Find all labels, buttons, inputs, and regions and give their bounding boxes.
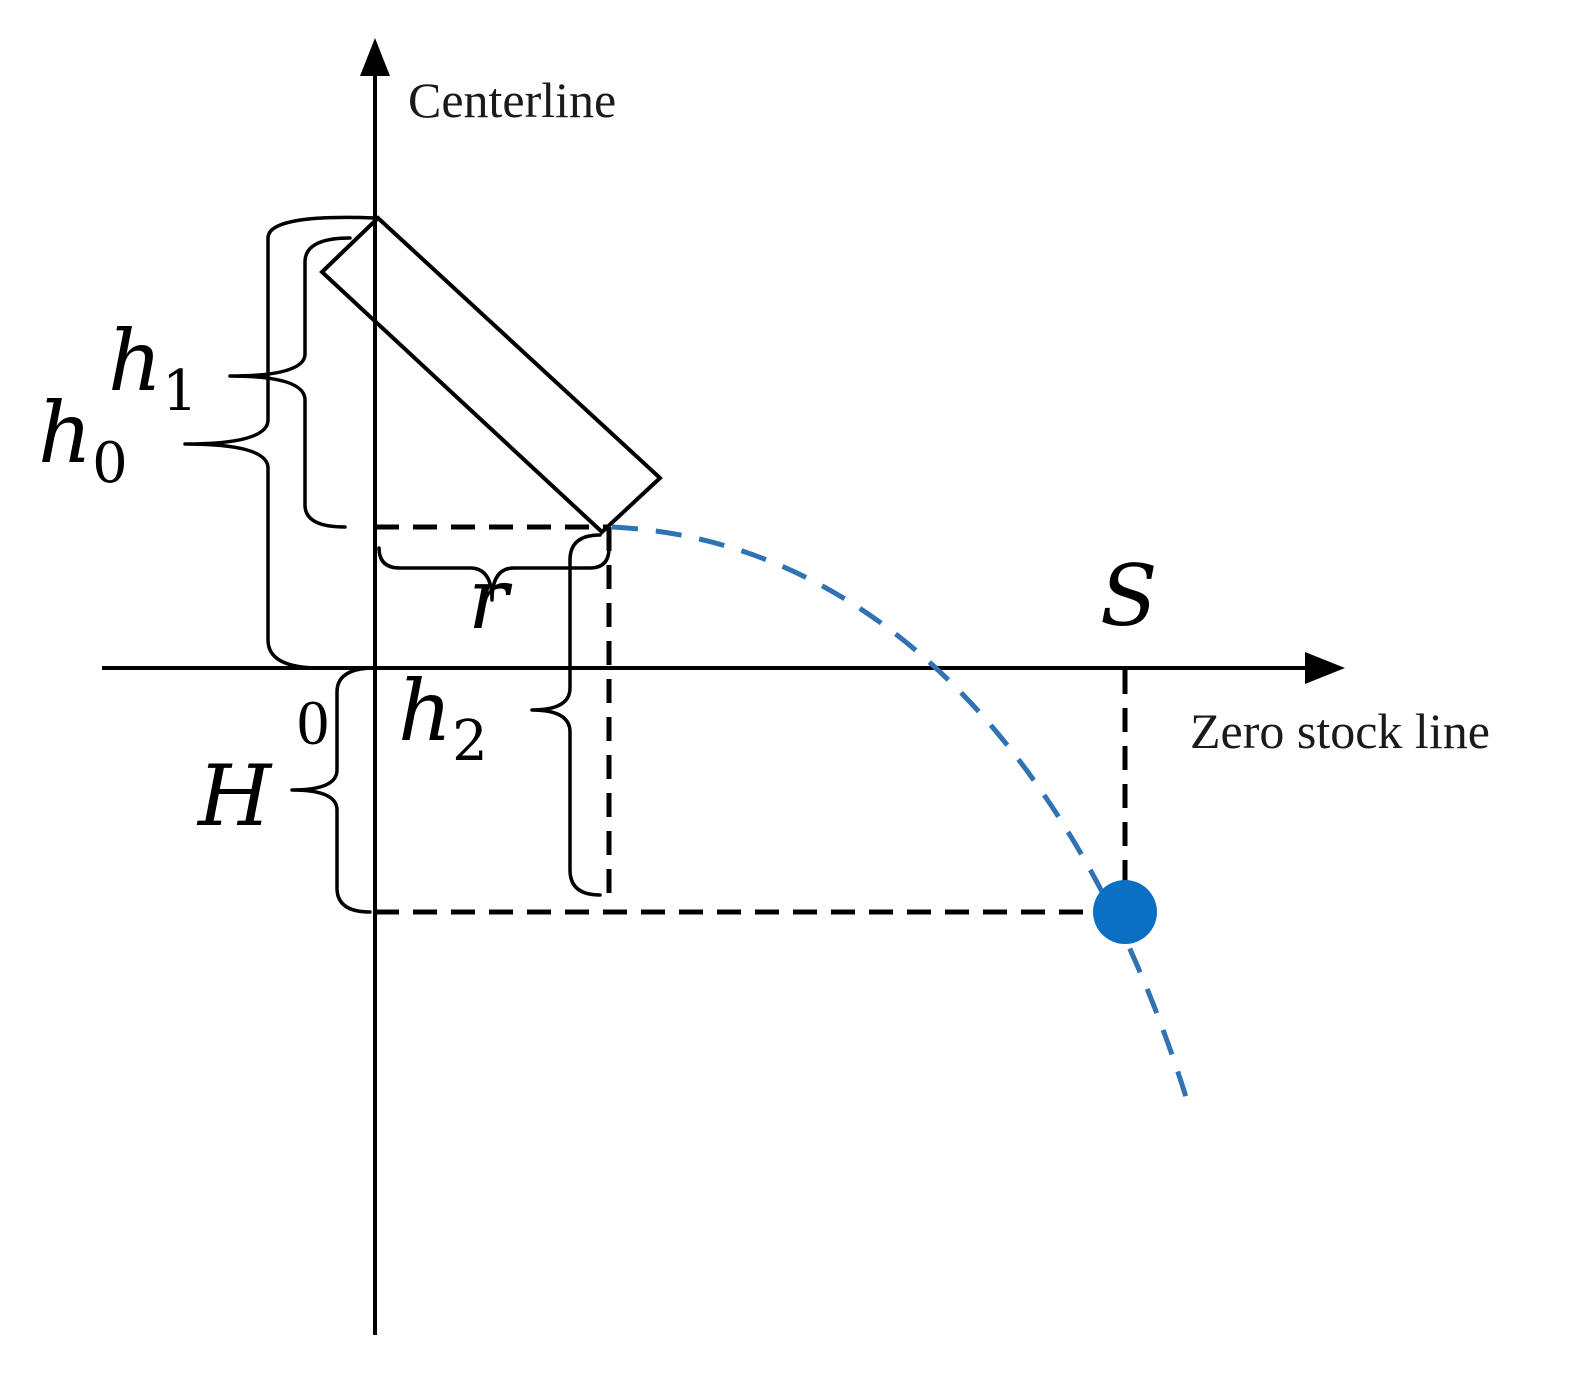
burden-trajectory-curve	[611, 524, 1193, 1111]
zero-stock-line-label: Zero stock line	[1190, 703, 1490, 759]
h0-subscript: 0	[92, 431, 128, 496]
impact-point	[1093, 880, 1157, 944]
h0-brace	[183, 215, 377, 670]
origin-label: 0	[297, 687, 329, 758]
r-brace	[377, 546, 611, 602]
h1-brace	[228, 236, 352, 529]
h2-subscript: 2	[452, 709, 488, 774]
S-label: S	[1100, 547, 1158, 645]
zero-stock-line-arrowhead	[1305, 652, 1345, 684]
centerline-label: Centerline	[408, 72, 616, 128]
h2-symbol: h	[398, 662, 452, 760]
r-label: r	[468, 550, 513, 648]
chute-rectangle	[319, 215, 663, 535]
h0-label: h0	[38, 384, 128, 496]
centerline-arrowhead	[360, 38, 390, 76]
h0-symbol: h	[38, 384, 92, 482]
h1-symbol: h	[108, 312, 162, 410]
h1-label: h1	[108, 312, 198, 424]
H-brace	[290, 666, 377, 914]
h2-brace	[530, 533, 602, 897]
h1-subscript: 1	[162, 359, 198, 424]
h2-label: h2	[398, 662, 488, 774]
H-label: H	[196, 747, 273, 845]
